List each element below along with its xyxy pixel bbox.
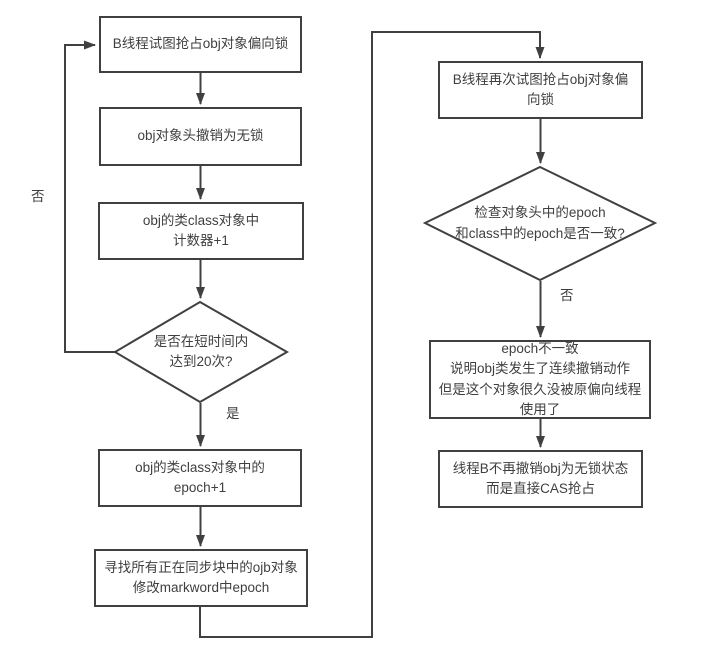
node-right-cas-shape [438, 450, 643, 508]
node-right-decision-shape [422, 165, 658, 282]
node-right-explain-shape [429, 340, 651, 419]
node-left-start-shape [99, 16, 302, 73]
edge-scan-to-retry [199, 31, 545, 638]
node-left-decision-shape [113, 300, 290, 404]
node-left-revoke-shape [99, 107, 302, 166]
node-right-retry-shape [438, 61, 643, 119]
node-left-epoch-shape [98, 449, 302, 507]
node-left-scan-shape [94, 549, 308, 607]
edge-loop-no [64, 40, 115, 353]
node-left-counter-shape [98, 202, 304, 260]
